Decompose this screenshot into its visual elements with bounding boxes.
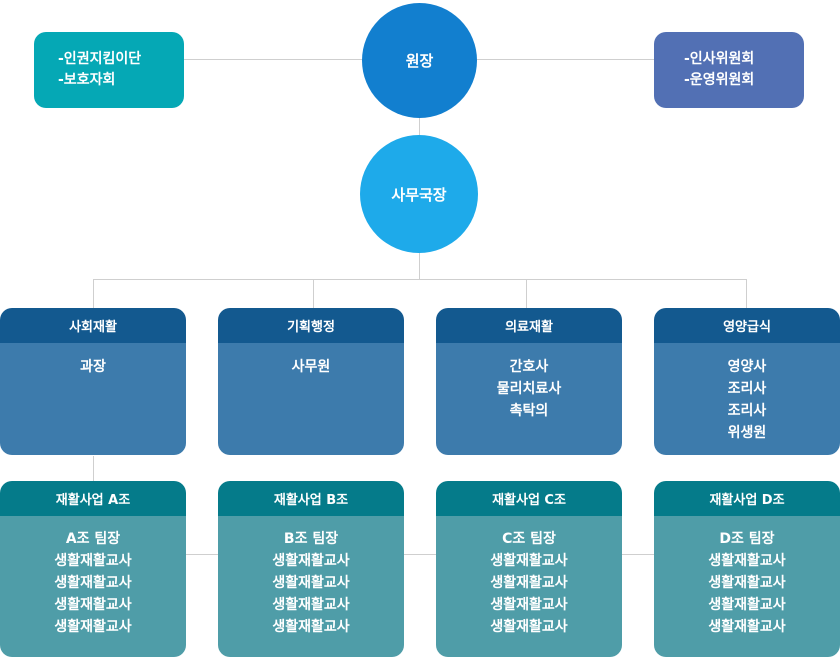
member: 촉탁의 [509, 403, 549, 419]
department-members: 과장 [0, 343, 186, 455]
department-members: 영양사 조리사 조리사 위생원 [654, 343, 840, 455]
team-members: A조 팀장 생활재활교사 생활재활교사 생활재활교사 생활재활교사 [0, 516, 186, 657]
director-label: 원장 [405, 52, 434, 70]
department-title: 영양급식 [654, 308, 840, 343]
connector-teams-horizontal [186, 554, 654, 555]
connector-dept-3 [526, 279, 527, 309]
member: C조 팀장 [502, 531, 556, 547]
team-card: 재활사업 A조 A조 팀장 생활재활교사 생활재활교사 생활재활교사 생활재활교… [0, 481, 186, 657]
team-title: 재활사업 C조 [436, 481, 622, 516]
member: 생활재활교사 [708, 553, 786, 569]
member: 생활재활교사 [490, 597, 568, 613]
member: 생활재활교사 [272, 553, 350, 569]
department-title: 기획행정 [218, 308, 404, 343]
member: 과장 [80, 359, 106, 375]
member: 위생원 [727, 425, 767, 441]
left-committee-item: -인권지킴이단 [58, 51, 142, 67]
team-members: D조 팀장 생활재활교사 생활재활교사 생활재활교사 생활재활교사 [654, 516, 840, 657]
member: 조리사 [727, 403, 767, 419]
member: 생활재활교사 [272, 597, 350, 613]
left-committee-item: -보호자회 [58, 72, 116, 88]
department-title: 사회재활 [0, 308, 186, 343]
right-committee-box: -인사위원회 -운영위원회 [654, 32, 804, 108]
connector-dept-2 [313, 279, 314, 309]
member: 생활재활교사 [272, 619, 350, 635]
department-card: 사회재활 과장 [0, 308, 186, 455]
member: 생활재활교사 [54, 575, 132, 591]
member: 생활재활교사 [54, 619, 132, 635]
team-title: 재활사업 B조 [218, 481, 404, 516]
member: 생활재활교사 [490, 575, 568, 591]
member: D조 팀장 [719, 531, 775, 547]
department-card: 영양급식 영양사 조리사 조리사 위생원 [654, 308, 840, 455]
team-members: C조 팀장 생활재활교사 생활재활교사 생활재활교사 생활재활교사 [436, 516, 622, 657]
connector-director-secretary [419, 115, 420, 140]
connector-dept-4 [746, 279, 747, 309]
member: 생활재활교사 [54, 597, 132, 613]
member: A조 팀장 [65, 531, 121, 547]
director-node: 원장 [362, 3, 477, 118]
member: 조리사 [727, 381, 767, 397]
member: 생활재활교사 [272, 575, 350, 591]
department-members: 사무원 [218, 343, 404, 455]
member: 간호사 [509, 359, 549, 375]
member: 생활재활교사 [708, 575, 786, 591]
member: 영양사 [727, 359, 767, 375]
department-card: 기획행정 사무원 [218, 308, 404, 455]
team-title: 재활사업 A조 [0, 481, 186, 516]
member: 생활재활교사 [708, 619, 786, 635]
member: 물리치료사 [496, 381, 562, 397]
team-members: B조 팀장 생활재활교사 생활재활교사 생활재활교사 생활재활교사 [218, 516, 404, 657]
member: 생활재활교사 [708, 597, 786, 613]
member: 사무원 [291, 359, 331, 375]
department-card: 의료재활 간호사 물리치료사 촉탁의 [436, 308, 622, 455]
left-committee-box: -인권지킴이단 -보호자회 [34, 32, 184, 108]
department-title: 의료재활 [436, 308, 622, 343]
member: 생활재활교사 [490, 553, 568, 569]
team-card: 재활사업 D조 D조 팀장 생활재활교사 생활재활교사 생활재활교사 생활재활교… [654, 481, 840, 657]
connector-secretary-down [419, 250, 420, 279]
right-committee-item: -운영위원회 [684, 72, 755, 88]
member: 생활재활교사 [54, 553, 132, 569]
connector-social-to-teams [93, 456, 94, 482]
secretary-general-node: 사무국장 [360, 135, 478, 253]
team-title: 재활사업 D조 [654, 481, 840, 516]
connector-right-committee [476, 59, 656, 60]
member: 생활재활교사 [490, 619, 568, 635]
connector-dept-1 [93, 279, 94, 309]
connector-horizontal-bus [93, 279, 747, 280]
right-committee-item: -인사위원회 [684, 51, 755, 67]
team-card: 재활사업 B조 B조 팀장 생활재활교사 생활재활교사 생활재활교사 생활재활교… [218, 481, 404, 657]
secretary-general-label: 사무국장 [391, 185, 447, 204]
member: B조 팀장 [283, 531, 339, 547]
department-members: 간호사 물리치료사 촉탁의 [436, 343, 622, 455]
team-card: 재활사업 C조 C조 팀장 생활재활교사 생활재활교사 생활재활교사 생활재활교… [436, 481, 622, 657]
connector-left-committee [184, 59, 364, 60]
